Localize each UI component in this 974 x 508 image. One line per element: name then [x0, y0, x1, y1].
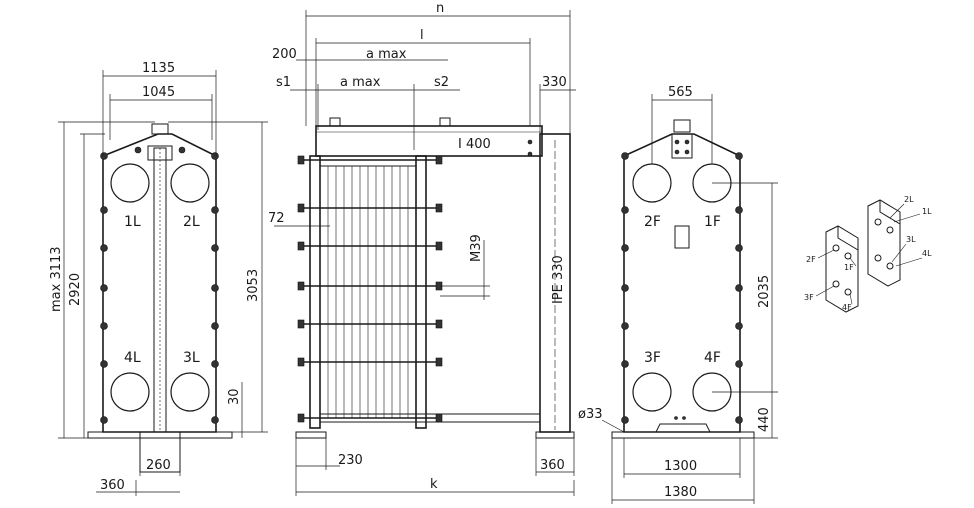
iso-label-3f: 3F	[804, 293, 814, 302]
dim-30: 30	[227, 388, 242, 405]
right-bolts	[621, 152, 743, 424]
iso-label-1f: 1F	[844, 263, 854, 272]
tie-bolts	[297, 155, 443, 423]
right-end-view: 2F 1F 3F 4F 565 2035 440 1300 1380	[611, 85, 778, 504]
label-4f: 4F	[704, 350, 721, 366]
plate-lines	[327, 166, 409, 418]
iso-label-4f: 4F	[842, 303, 852, 312]
label-1l: 1L	[124, 214, 141, 230]
dim-max-3113: max 3113	[49, 246, 64, 312]
port-4l	[110, 372, 150, 412]
iso-label-4l: 4L	[922, 249, 932, 258]
dim-230: 230	[338, 453, 363, 468]
dim-3053: 3053	[246, 269, 261, 302]
dim-260: 260	[146, 458, 171, 473]
port-2f	[632, 163, 672, 203]
fixed-frame-plate	[309, 155, 321, 429]
label-2f: 2F	[644, 214, 661, 230]
dim-72: 72	[268, 211, 285, 226]
label-3f: 3F	[644, 350, 661, 366]
dim-200: 200	[272, 47, 297, 62]
iso-label-1l: 1L	[922, 207, 932, 216]
pressure-plate	[415, 155, 427, 429]
label-i400: I 400	[458, 137, 491, 152]
dim-360-side: 360	[540, 458, 565, 473]
dim-s1: s1	[276, 75, 291, 90]
dim-l: l	[420, 28, 424, 43]
dim-440: 440	[757, 407, 772, 432]
dim-phi33: ø33	[578, 407, 603, 422]
dim-2035: 2035	[757, 275, 772, 308]
dim-1135: 1135	[142, 61, 175, 76]
top-carrying-bar	[315, 125, 543, 157]
dim-s2: s2	[434, 75, 449, 90]
label-1f: 1F	[704, 214, 721, 230]
dim-565: 565	[668, 85, 693, 100]
iso-label-3l: 3L	[906, 235, 916, 244]
label-4l: 4L	[124, 350, 141, 366]
isometric-sketch: 2L 1L 3L 4L 2F 1F 3F 4F	[804, 195, 932, 313]
port-3f	[632, 372, 672, 412]
dim-a-max-inner: a max	[340, 75, 381, 90]
port-2l	[170, 163, 210, 203]
dim-1300: 1300	[664, 459, 697, 474]
dim-1380: 1380	[664, 485, 697, 500]
dim-1045: 1045	[142, 85, 175, 100]
dim-k: k	[430, 477, 438, 492]
iso-label-2l: 2L	[904, 195, 914, 204]
label-2l: 2L	[183, 214, 200, 230]
dim-360-left: 360	[100, 478, 125, 493]
dim-n: n	[436, 1, 444, 16]
label-m39: M39	[469, 234, 484, 262]
dim-2920: 2920	[68, 273, 83, 306]
dim-330-top: 330	[542, 75, 567, 90]
iso-label-2f: 2F	[806, 255, 816, 264]
dim-a-max-outer: a max	[366, 47, 407, 62]
port-3l	[170, 372, 210, 412]
port-1l	[110, 163, 150, 203]
side-view: n l 200 a max s1 a max s2 330 I 400 72 M…	[268, 1, 625, 496]
label-ipe-330: IPE 330	[551, 255, 566, 304]
left-bolts	[100, 146, 219, 424]
left-end-view: 1L 2L 4L 3L 1135 1045 max 3113 2920 3053…	[49, 61, 268, 496]
label-3l: 3L	[183, 350, 200, 366]
